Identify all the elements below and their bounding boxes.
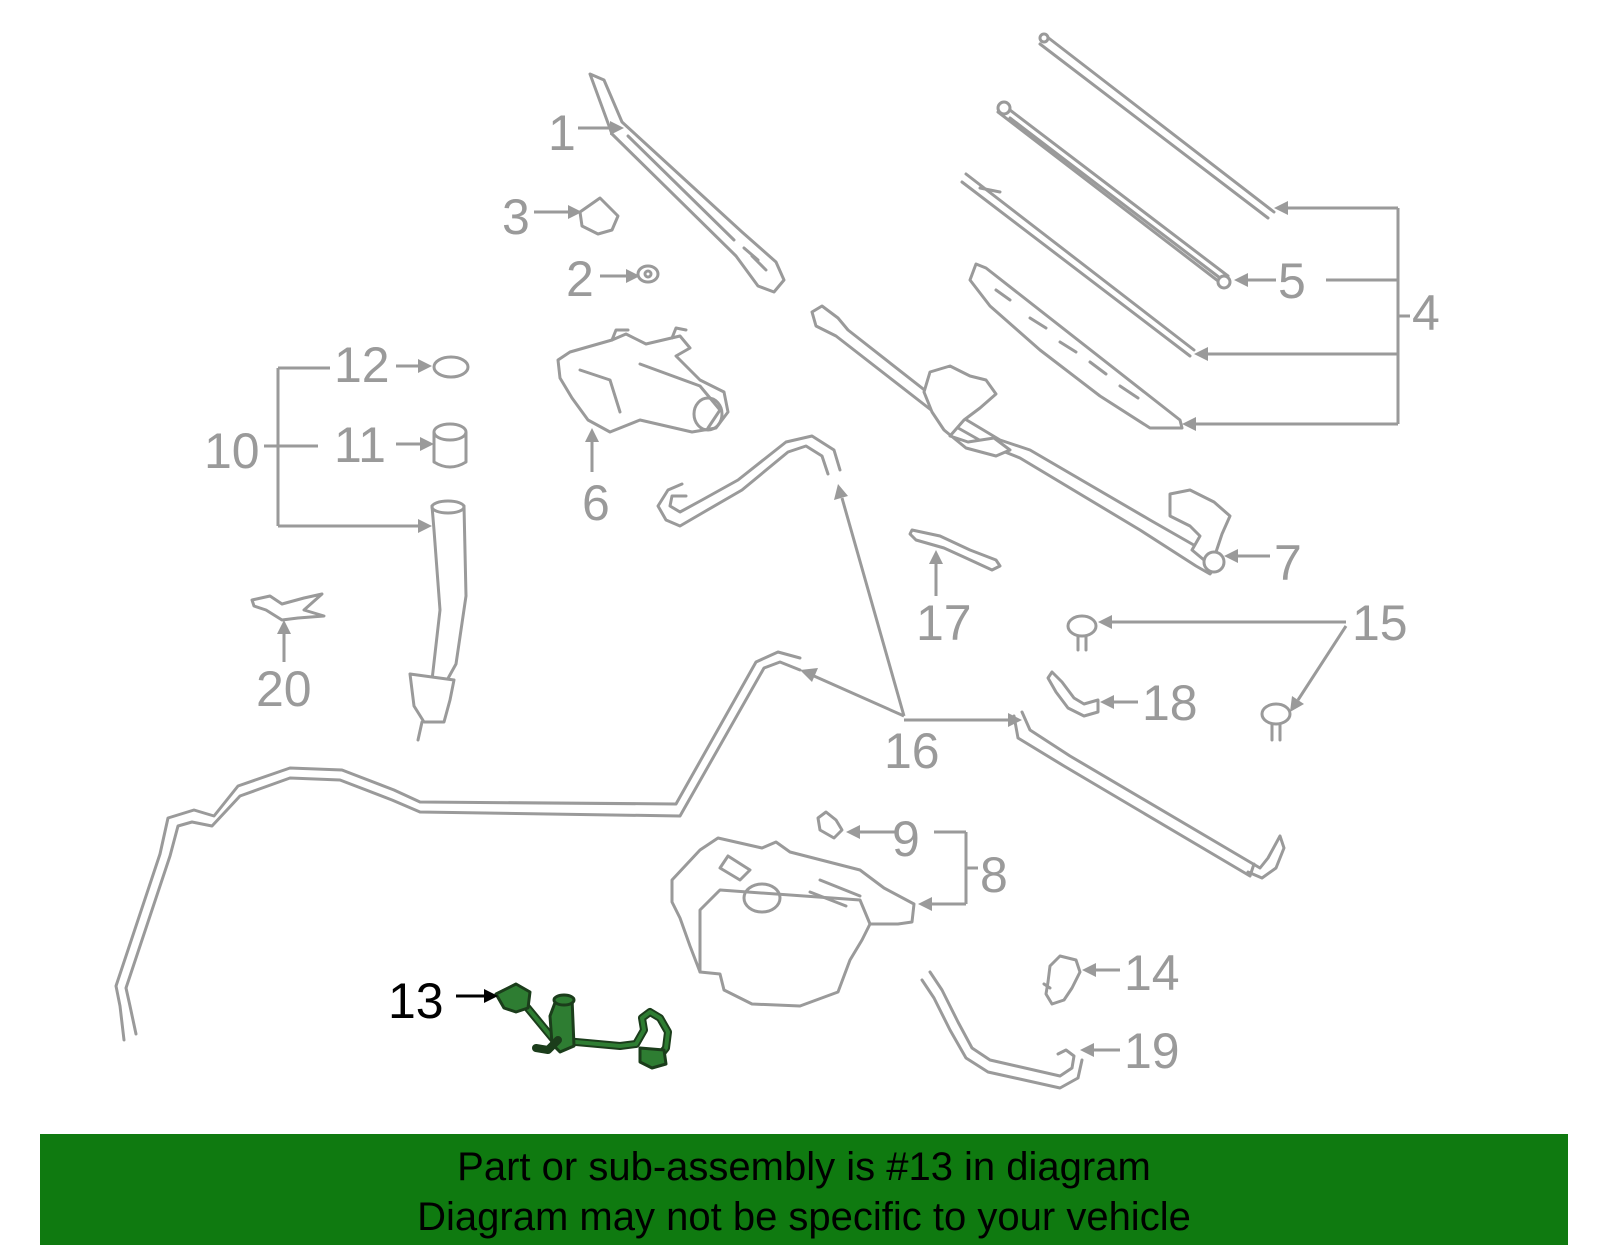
callout-10-number: 10: [204, 423, 260, 479]
callout-17-number: 17: [916, 595, 972, 651]
part-16-hose-right[interactable]: [1012, 710, 1286, 880]
part-9-grommet[interactable]: [816, 810, 844, 840]
part-14-pump[interactable]: [1042, 954, 1082, 1006]
part-12-cap[interactable]: [432, 355, 470, 379]
callout-18: 18: [1100, 675, 1198, 731]
part-13-level-sensor[interactable]: [494, 982, 672, 1070]
part-7-wiper-linkage[interactable]: [810, 304, 1232, 576]
part-17-hose-small[interactable]: [908, 528, 1002, 572]
part-1-wiper-arm[interactable]: [588, 72, 786, 294]
callout-20: 20: [256, 620, 312, 717]
callout-7: 7: [1224, 535, 1302, 591]
part-6-wiper-motor[interactable]: [556, 326, 730, 434]
callout-19-number: 19: [1124, 1023, 1180, 1079]
callout-1: 1: [548, 105, 624, 161]
part-20-clip[interactable]: [250, 592, 326, 622]
part-4-blade-lower[interactable]: [968, 262, 1184, 430]
callout-6: 6: [582, 428, 610, 531]
part-15-nozzle-upper[interactable]: [1066, 614, 1098, 652]
part-19-hose[interactable]: [920, 970, 1084, 1090]
callout-13-number: 13: [388, 973, 444, 1029]
part-5-blade-insert[interactable]: [996, 100, 1232, 290]
callout-15-number: 15: [1352, 595, 1408, 651]
callout-3-number: 3: [502, 189, 530, 245]
callout-9-number: 9: [892, 811, 920, 867]
callout-16: 16: [800, 484, 1022, 779]
part-3-cap[interactable]: [578, 196, 620, 236]
part-4-blade-middle[interactable]: [960, 172, 1196, 358]
callout-11: 11: [334, 417, 434, 473]
part-11-seal[interactable]: [432, 422, 468, 469]
banner-line-1: Part or sub-assembly is #13 in diagram: [457, 1145, 1151, 1189]
part-8-reservoir[interactable]: [670, 836, 916, 1008]
callout-12: 12: [334, 337, 432, 393]
callout-2-number: 2: [566, 251, 594, 307]
callout-7-number: 7: [1274, 535, 1302, 591]
callout-15: 15: [1098, 595, 1408, 712]
callout-3: 3: [502, 189, 582, 245]
part-4-blade-top[interactable]: [1038, 32, 1276, 220]
callout-18-number: 18: [1142, 675, 1198, 731]
callout-11-number: 11: [334, 417, 386, 473]
part-18-connector[interactable]: [1046, 670, 1100, 718]
callout-2: 2: [566, 251, 640, 307]
part-2-nut[interactable]: [636, 264, 660, 284]
callout-14-number: 14: [1124, 945, 1180, 1001]
callout-17: 17: [916, 550, 972, 651]
part-10-filler-neck[interactable]: [408, 499, 468, 742]
callout-16-number: 16: [884, 723, 940, 779]
callout-10: 10: [204, 366, 432, 533]
callout-5-number: 5: [1278, 253, 1306, 309]
part-16-hose-long[interactable]: [114, 650, 802, 1042]
callout-5: 5: [1234, 253, 1306, 309]
banner-line-2: Diagram may not be specific to your vehi…: [417, 1195, 1191, 1239]
callout-13: 13: [388, 973, 498, 1029]
callout-20-number: 20: [256, 661, 312, 717]
info-banner: Part or sub-assembly is #13 in diagram D…: [40, 1134, 1568, 1245]
callout-9: 9: [846, 811, 966, 867]
callout-8: 8: [918, 832, 1008, 911]
callout-1-number: 1: [548, 105, 576, 161]
callout-6-number: 6: [582, 475, 610, 531]
callout-4-number: 4: [1412, 285, 1440, 341]
part-15-nozzle-lower[interactable]: [1260, 702, 1292, 742]
part-16-hose-upper[interactable]: [656, 434, 842, 528]
callout-4: 4: [1182, 201, 1440, 431]
callout-12-number: 12: [334, 337, 390, 393]
callout-8-number: 8: [980, 847, 1008, 903]
callout-14: 14: [1082, 945, 1180, 1001]
callout-19: 19: [1080, 1023, 1180, 1079]
